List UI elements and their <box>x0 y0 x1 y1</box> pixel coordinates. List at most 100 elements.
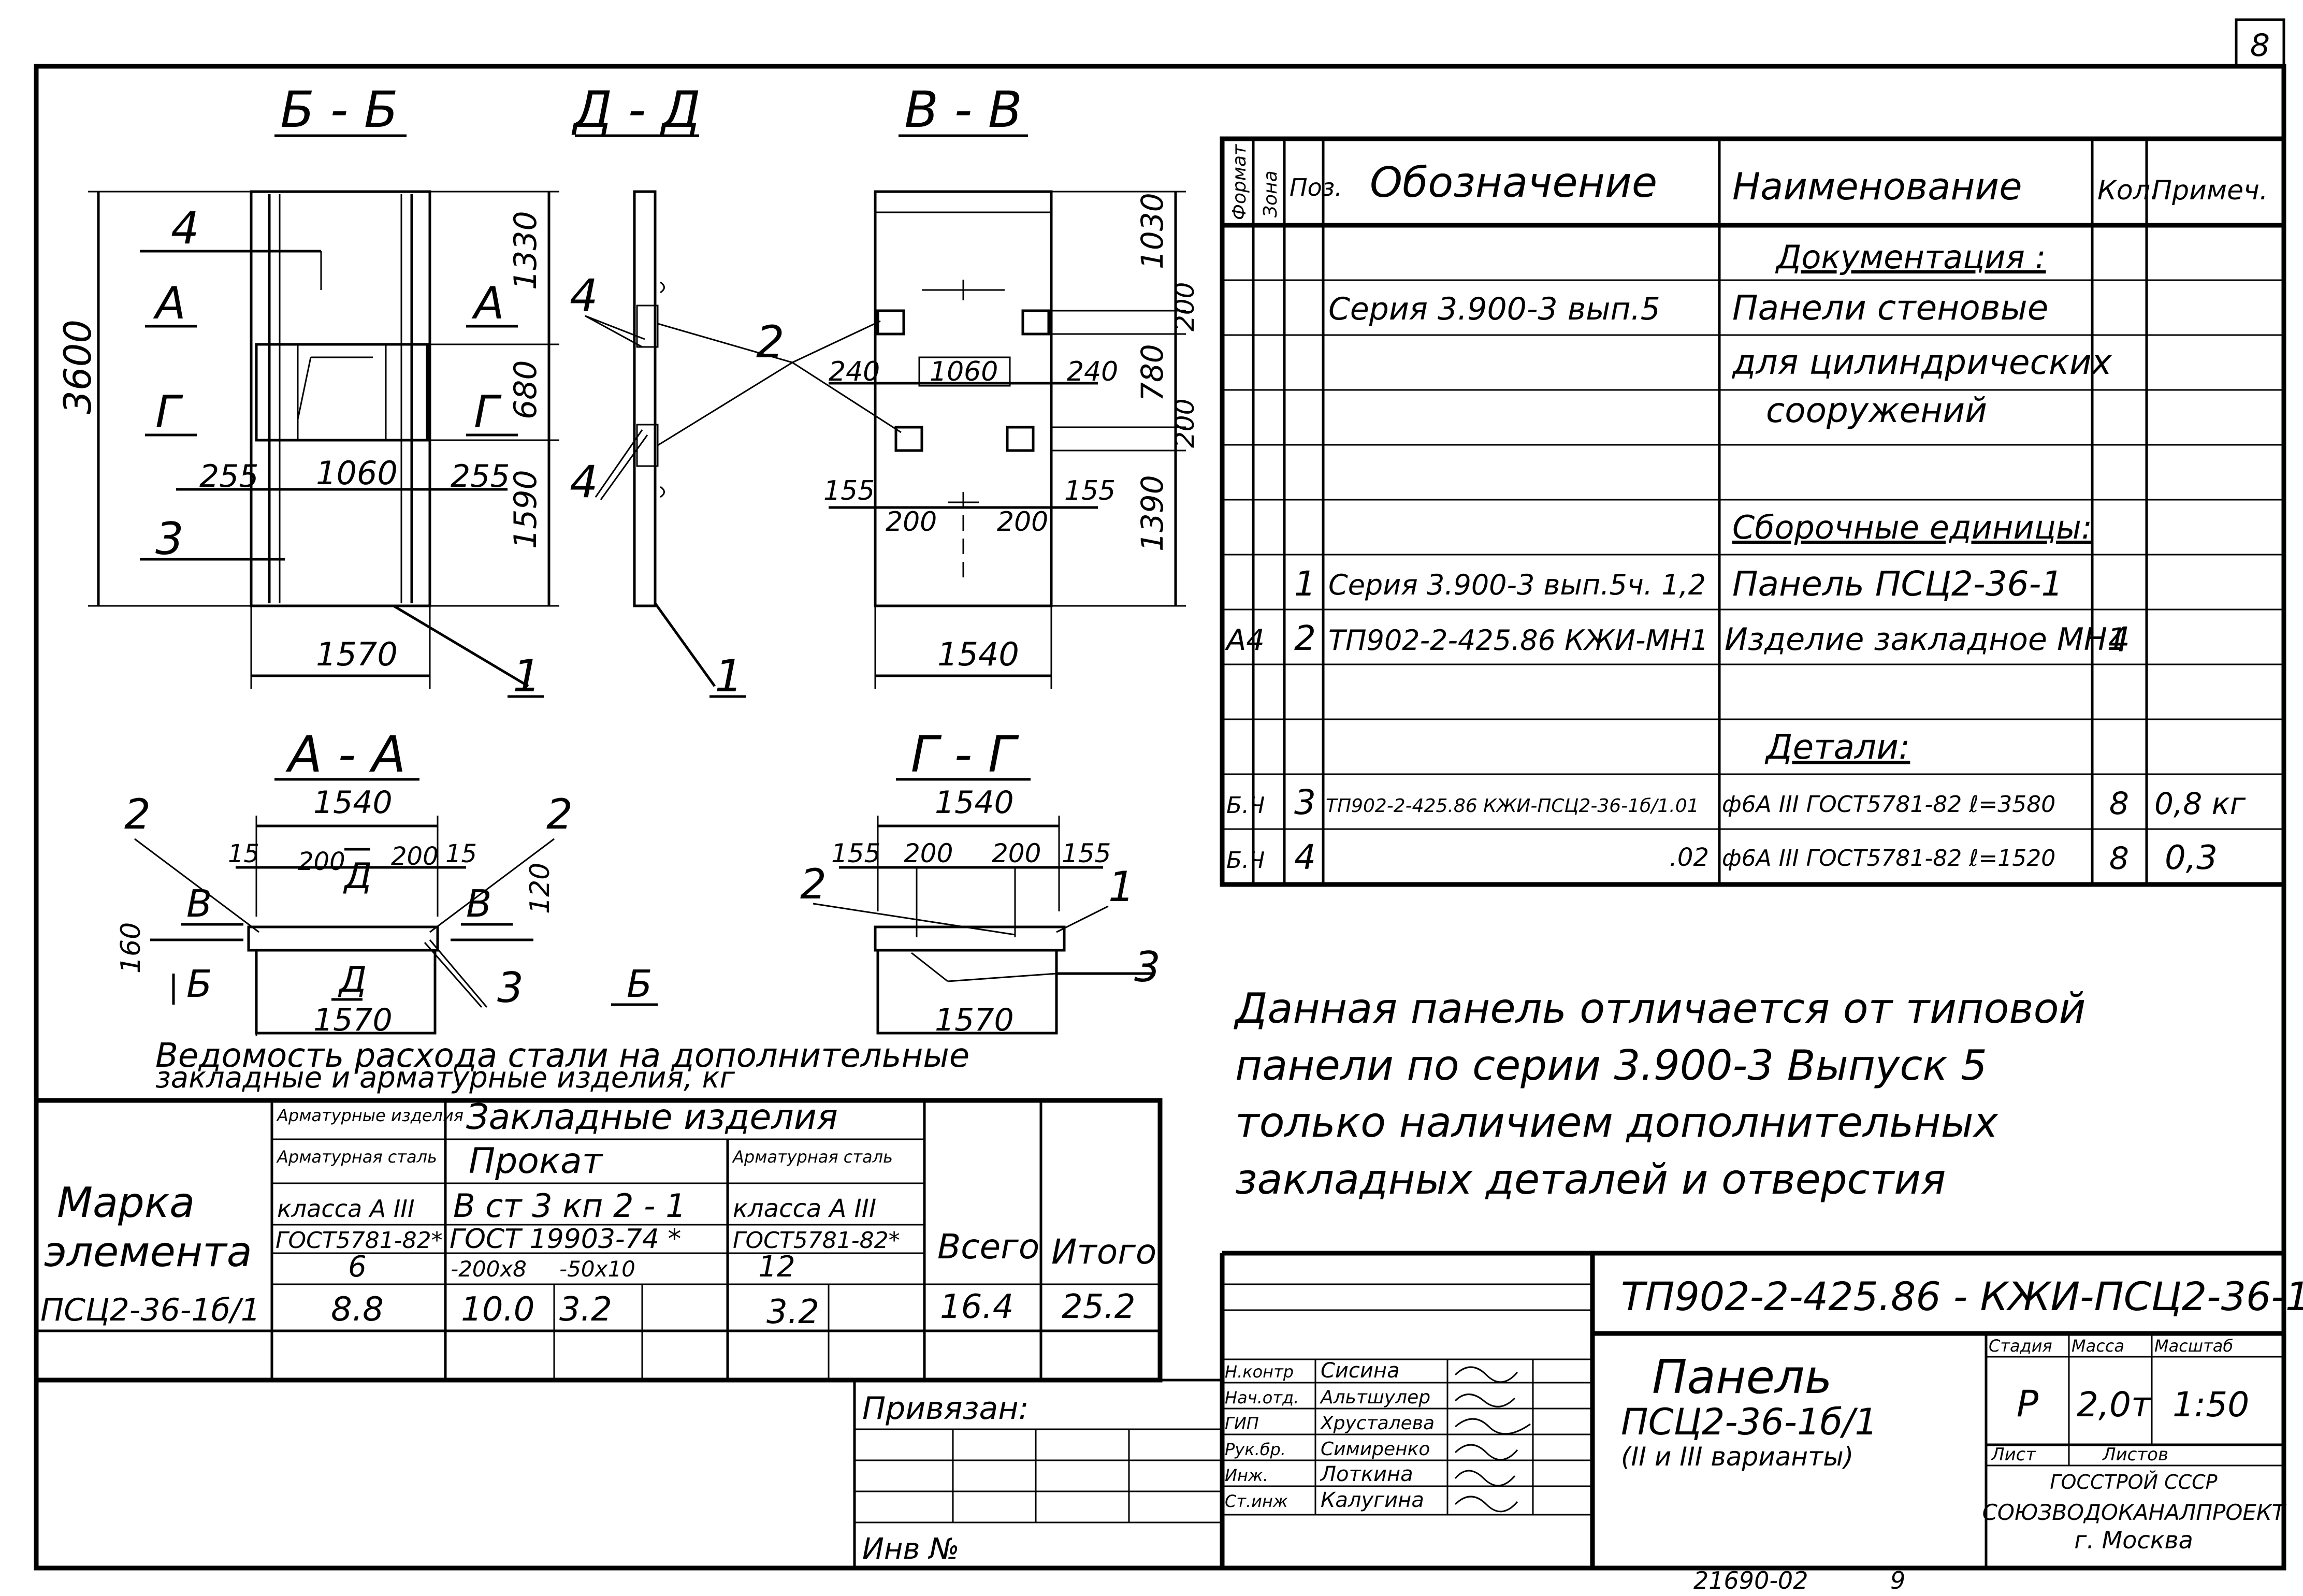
note-line: закладных деталей и отверстия <box>1235 1155 1946 1203</box>
spec-row-name: Документация : <box>1775 238 2046 276</box>
aa-label-b-left: В <box>186 882 212 925</box>
aa-dim-200-left: 200 <box>298 847 345 876</box>
dim-1590: 1590 <box>508 470 544 549</box>
note-line: только наличием дополнительных <box>1235 1098 1999 1147</box>
name-4: Симиренко <box>1321 1439 1430 1460</box>
gg-label-2: 2 <box>800 860 827 908</box>
spec-header-name: Наименование <box>1732 165 2022 208</box>
aa-label-bb-right: Б <box>627 962 652 1006</box>
label-a-left: А <box>153 278 186 329</box>
label-1-bb: 1 <box>513 650 541 702</box>
steel-vsego: Всего <box>937 1227 1039 1267</box>
dim-200-d: 200 <box>997 506 1048 538</box>
aa-label-2-right: 2 <box>546 790 573 838</box>
dim-1390: 1390 <box>1135 475 1170 552</box>
view-dd: 4 4 1 2 <box>570 190 902 702</box>
dim-240-right: 240 <box>1067 356 1118 387</box>
mass-header: Масса <box>2072 1336 2124 1356</box>
steel-v-arm: 8.8 <box>331 1290 384 1329</box>
spec-row-format: Б.Ч <box>1226 792 1265 819</box>
dim-200-a: 200 <box>1170 282 1200 331</box>
privyazan-label: Привязан: <box>862 1390 1029 1427</box>
scale-value: 1:50 <box>2172 1385 2249 1425</box>
steel-mark-header-2: элемента <box>44 1228 252 1276</box>
steel-prokat: Прокат <box>469 1141 604 1182</box>
dim-1060-bb: 1060 <box>316 454 398 492</box>
aa-dim-160: 160 <box>115 922 147 974</box>
steel-v-p2: 3.2 <box>559 1290 612 1329</box>
stage-header: Стадия <box>1989 1336 2052 1356</box>
dim-155-right: 155 <box>1064 475 1116 506</box>
title-line-3: (II и III варианты) <box>1621 1442 1853 1472</box>
spec-row-name: Детали: <box>1764 727 1910 767</box>
spec-row-pos: 1 <box>1294 564 1316 604</box>
steel-arm-stal-2: Арматурная сталь <box>732 1147 893 1167</box>
name-6: Калугина <box>1321 1488 1424 1512</box>
steel-v-total: 16.4 <box>940 1288 1014 1326</box>
spec-row-designation: ТП902-2-425.86 КЖИ-МН1 <box>1328 624 1708 657</box>
section-titles: Б - Б Д - Д В - В А - А Г - Г <box>274 81 1031 784</box>
gg-dim-1570: 1570 <box>935 1002 1014 1038</box>
gg-dim-200-left: 200 <box>904 838 953 868</box>
role-6: Ст.инж <box>1225 1491 1288 1511</box>
steel-title-2: закладные и арматурные изделия, кг <box>155 1061 735 1095</box>
steel-row-mark: ПСЦ2-36-1б/1 <box>40 1292 260 1328</box>
name-3: Хрусталева <box>1320 1413 1435 1434</box>
dim-255-left: 255 <box>199 458 259 495</box>
spec-row-designation: Серия 3.900-3 вып.5 <box>1328 291 1660 327</box>
steel-gost-1: ГОСТ5781-82* <box>276 1227 443 1254</box>
signature <box>1454 1394 1516 1408</box>
spec-row-pos: 2 <box>1294 618 1316 658</box>
dim-680: 680 <box>508 360 544 419</box>
spec-row-format: Б.Ч <box>1226 847 1265 874</box>
gg-label-3: 3 <box>1134 943 1161 991</box>
steel-itogo: Итого <box>1051 1232 1156 1272</box>
label-4-top: 4 <box>171 202 199 254</box>
spec-header-zone: Зона <box>1260 170 1281 217</box>
dim-240-left: 240 <box>829 356 880 387</box>
spec-row-designation: Серия 3.900-3 вып.5ч. 1,2 <box>1328 569 1706 601</box>
stage-value: Р <box>2017 1383 2039 1425</box>
spec-row-note: 0,3 <box>2165 839 2218 877</box>
role-1: Н.контр <box>1225 1362 1294 1382</box>
role-4: Рук.бр. <box>1225 1440 1286 1459</box>
view-gg: 1540 155 200 200 155 2 1 3 1570 <box>800 785 1161 1038</box>
signature <box>1455 1418 1531 1435</box>
steel-d-12: 12 <box>758 1250 795 1284</box>
dim-200-c: 200 <box>886 506 937 538</box>
aa-dim-15-left: 15 <box>228 839 259 868</box>
drawing-code: ТП902-2-425.86 - КЖИ-ПСЦ2-36-1б/1 <box>1621 1273 2303 1319</box>
spec-header-designation: Обозначение <box>1370 158 1657 207</box>
spec-row-name: ф6А III ГОСТ5781-82 ℓ=3580 <box>1722 791 2055 818</box>
view-vv: 1030 200 780 200 1390 240 1060 240 155 2… <box>823 190 1200 689</box>
steel-v-itogo: 25.2 <box>1062 1288 1136 1326</box>
title-line-2: ПСЦ2-36-1б/1 <box>1621 1401 1878 1443</box>
dim-780: 780 <box>1135 344 1170 401</box>
view-aa: 1540 15 200 200 15 Д В В 2 2 Б Б 160 120… <box>115 785 658 1038</box>
footer-sheet: 9 <box>1890 1566 1905 1594</box>
gg-dim-1540: 1540 <box>935 785 1014 821</box>
spec-row-name: Сборочные единицы: <box>1732 509 2092 546</box>
sheet-number-box <box>2235 18 2285 68</box>
dim-3600: 3600 <box>56 320 99 414</box>
dim-1330: 1330 <box>508 211 544 290</box>
dim-1060-vv: 1060 <box>930 356 998 387</box>
spec-row-name: Изделие закладное МН1 <box>1725 621 2127 658</box>
note-line: панели по серии 3.900-3 Выпуск 5 <box>1235 1041 1987 1090</box>
title-line-1: Панель <box>1652 1350 1832 1404</box>
title-dd: Д - Д <box>571 81 701 139</box>
label-4-dd-top: 4 <box>570 270 598 322</box>
spec-row-qty: 4 <box>2108 620 2130 660</box>
steel-klass-1: класса А III <box>277 1195 415 1223</box>
gg-dim-155-left: 155 <box>831 838 880 868</box>
label-3-left: 3 <box>155 513 184 565</box>
org-line-3: г. Москва <box>2074 1526 2193 1554</box>
dim-200-b: 200 <box>1170 399 1200 448</box>
aa-dim-1540: 1540 <box>313 785 393 821</box>
spec-header-note: Примеч. <box>2152 175 2268 206</box>
aa-label-3: 3 <box>497 964 524 1012</box>
dim-155-left: 155 <box>823 475 875 506</box>
steel-gost-3: ГОСТ5781-82* <box>733 1227 900 1254</box>
steel-klass-2: класса А III <box>733 1194 876 1223</box>
